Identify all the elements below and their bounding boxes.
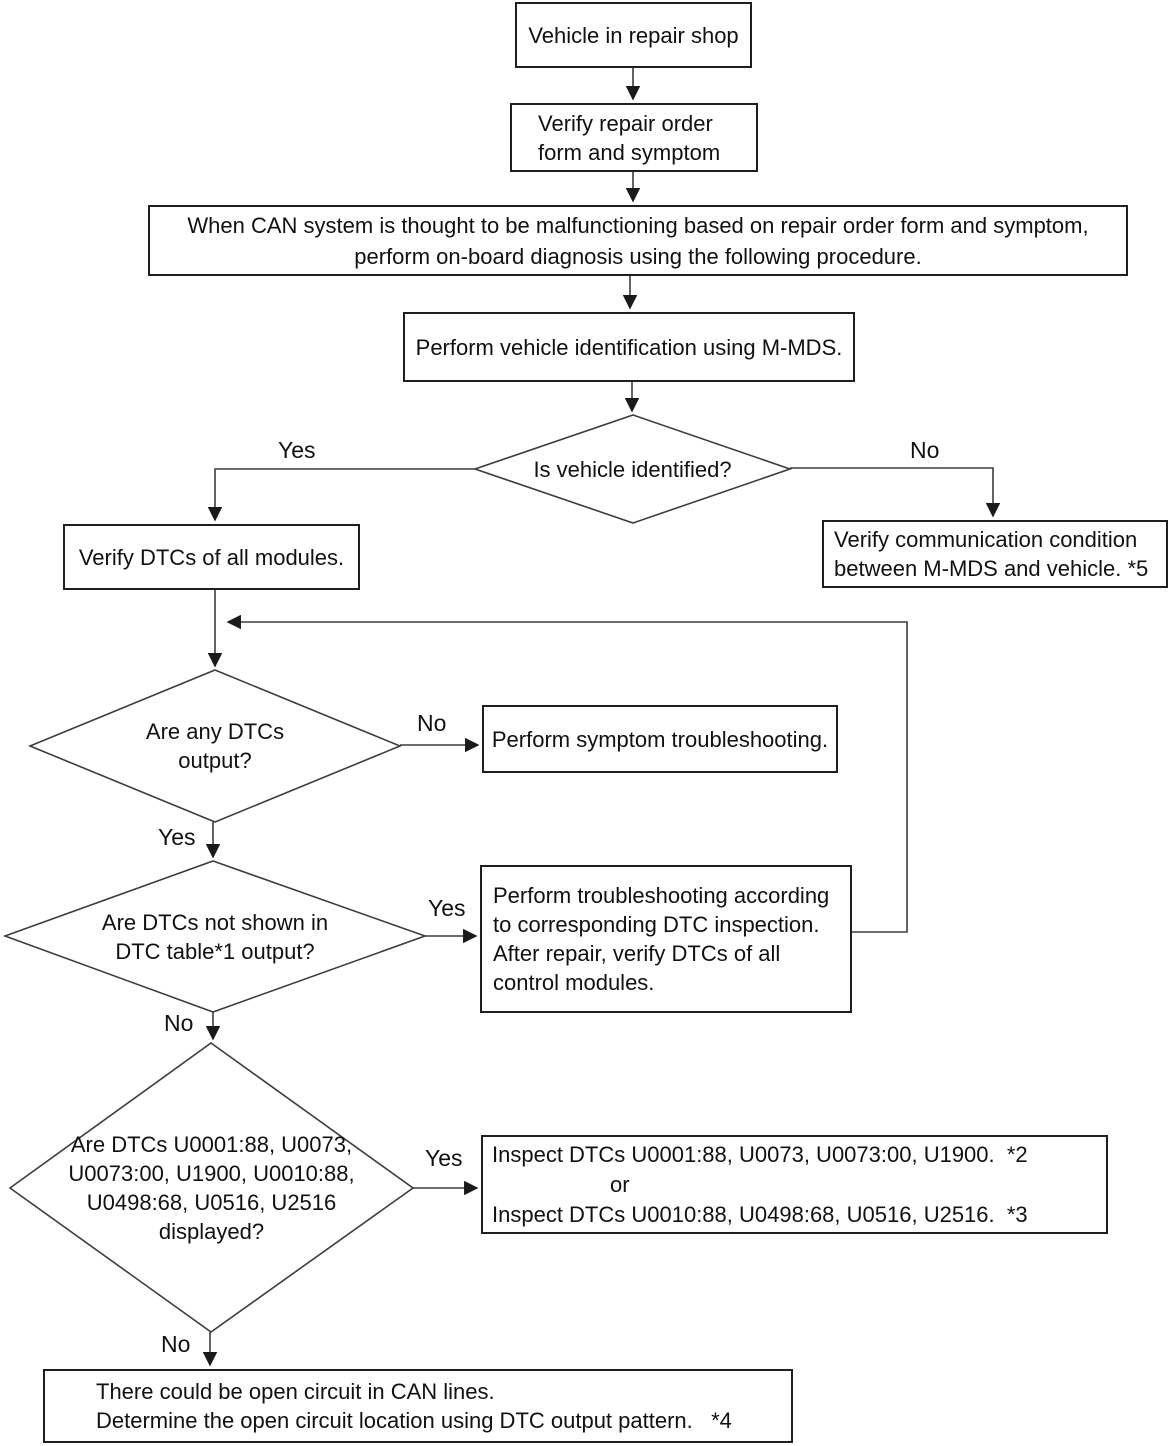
text-line: Verify repair order [538, 110, 713, 136]
text-line: Verify communication condition [834, 527, 1138, 552]
process-symptom-troubleshooting: Perform symptom troubleshooting. [482, 705, 838, 773]
text-line: Inspect DTCs U0001:88, U0073, U0073:00, … [492, 1141, 1028, 1167]
text-line: There could be open circuit in CAN lines… [96, 1379, 495, 1404]
text-line: Perform troubleshooting according [493, 883, 830, 908]
text-line: Inspect DTCs U0010:88, U0498:68, U0516, … [492, 1201, 1028, 1227]
label-dtcs-displayed-yes: Yes [425, 1145, 463, 1171]
process-vehicle-identification: Perform vehicle identification using M-M… [403, 312, 855, 382]
text-line: When CAN system is thought to be malfunc… [187, 212, 1089, 238]
feedback-after-repair-line [226, 614, 908, 933]
decision-dtcs-not-in-table-shape [2, 860, 428, 1013]
branch-identified-no [790, 467, 1001, 518]
text-line: Perform vehicle identification using M-M… [415, 334, 843, 360]
text-line: Vehicle in repair shop [528, 22, 739, 48]
process-dtc-troubleshooting: Perform troubleshooting according to cor… [480, 865, 852, 1013]
text-line: perform on-board diagnosis using the fol… [354, 243, 922, 269]
process-verify-communication: Verify communication condition between M… [822, 520, 1168, 588]
text-line: Perform symptom troubleshooting. [491, 726, 829, 752]
text-line: After repair, verify DTCs of all [493, 941, 781, 966]
text-line: Verify DTCs of all modules. [78, 544, 345, 570]
label-any-dtcs-no: No [417, 710, 447, 736]
decision-dtcs-displayed-shape [8, 1042, 415, 1333]
note-when-can-malfunction: When CAN system is thought to be malfunc… [148, 205, 1128, 276]
text-line: or [610, 1171, 630, 1197]
process-inspect-dtcs: Inspect DTCs U0001:88, U0073, U0073:00, … [481, 1135, 1108, 1234]
process-open-circuit: There could be open circuit in CAN lines… [43, 1369, 793, 1443]
decision-any-dtcs-output-shape [27, 669, 403, 823]
decision-is-vehicle-identified-shape [472, 414, 793, 524]
label-dtcs-displayed-no: No [161, 1331, 191, 1357]
process-verify-dtcs: Verify DTCs of all modules. [63, 524, 360, 590]
label-identified-no: No [910, 437, 940, 463]
text-line: form and symptom [538, 139, 721, 165]
text-line: control modules. [493, 970, 655, 995]
text-line: to corresponding DTC inspection. [493, 912, 820, 937]
label-identified-yes: Yes [278, 437, 316, 463]
text-line: Determine the open circuit location usin… [96, 1408, 732, 1433]
branch-identified-yes [207, 468, 475, 522]
label-any-dtcs-yes: Yes [158, 824, 196, 850]
label-not-in-table-no: No [164, 1010, 194, 1036]
process-verify-repair-order: Verify repair order form and symptom [510, 103, 758, 172]
process-vehicle-in-shop: Vehicle in repair shop [515, 2, 752, 68]
label-not-in-table-yes: Yes [428, 895, 466, 921]
text-line: between M-MDS and vehicle. *5 [834, 556, 1149, 581]
